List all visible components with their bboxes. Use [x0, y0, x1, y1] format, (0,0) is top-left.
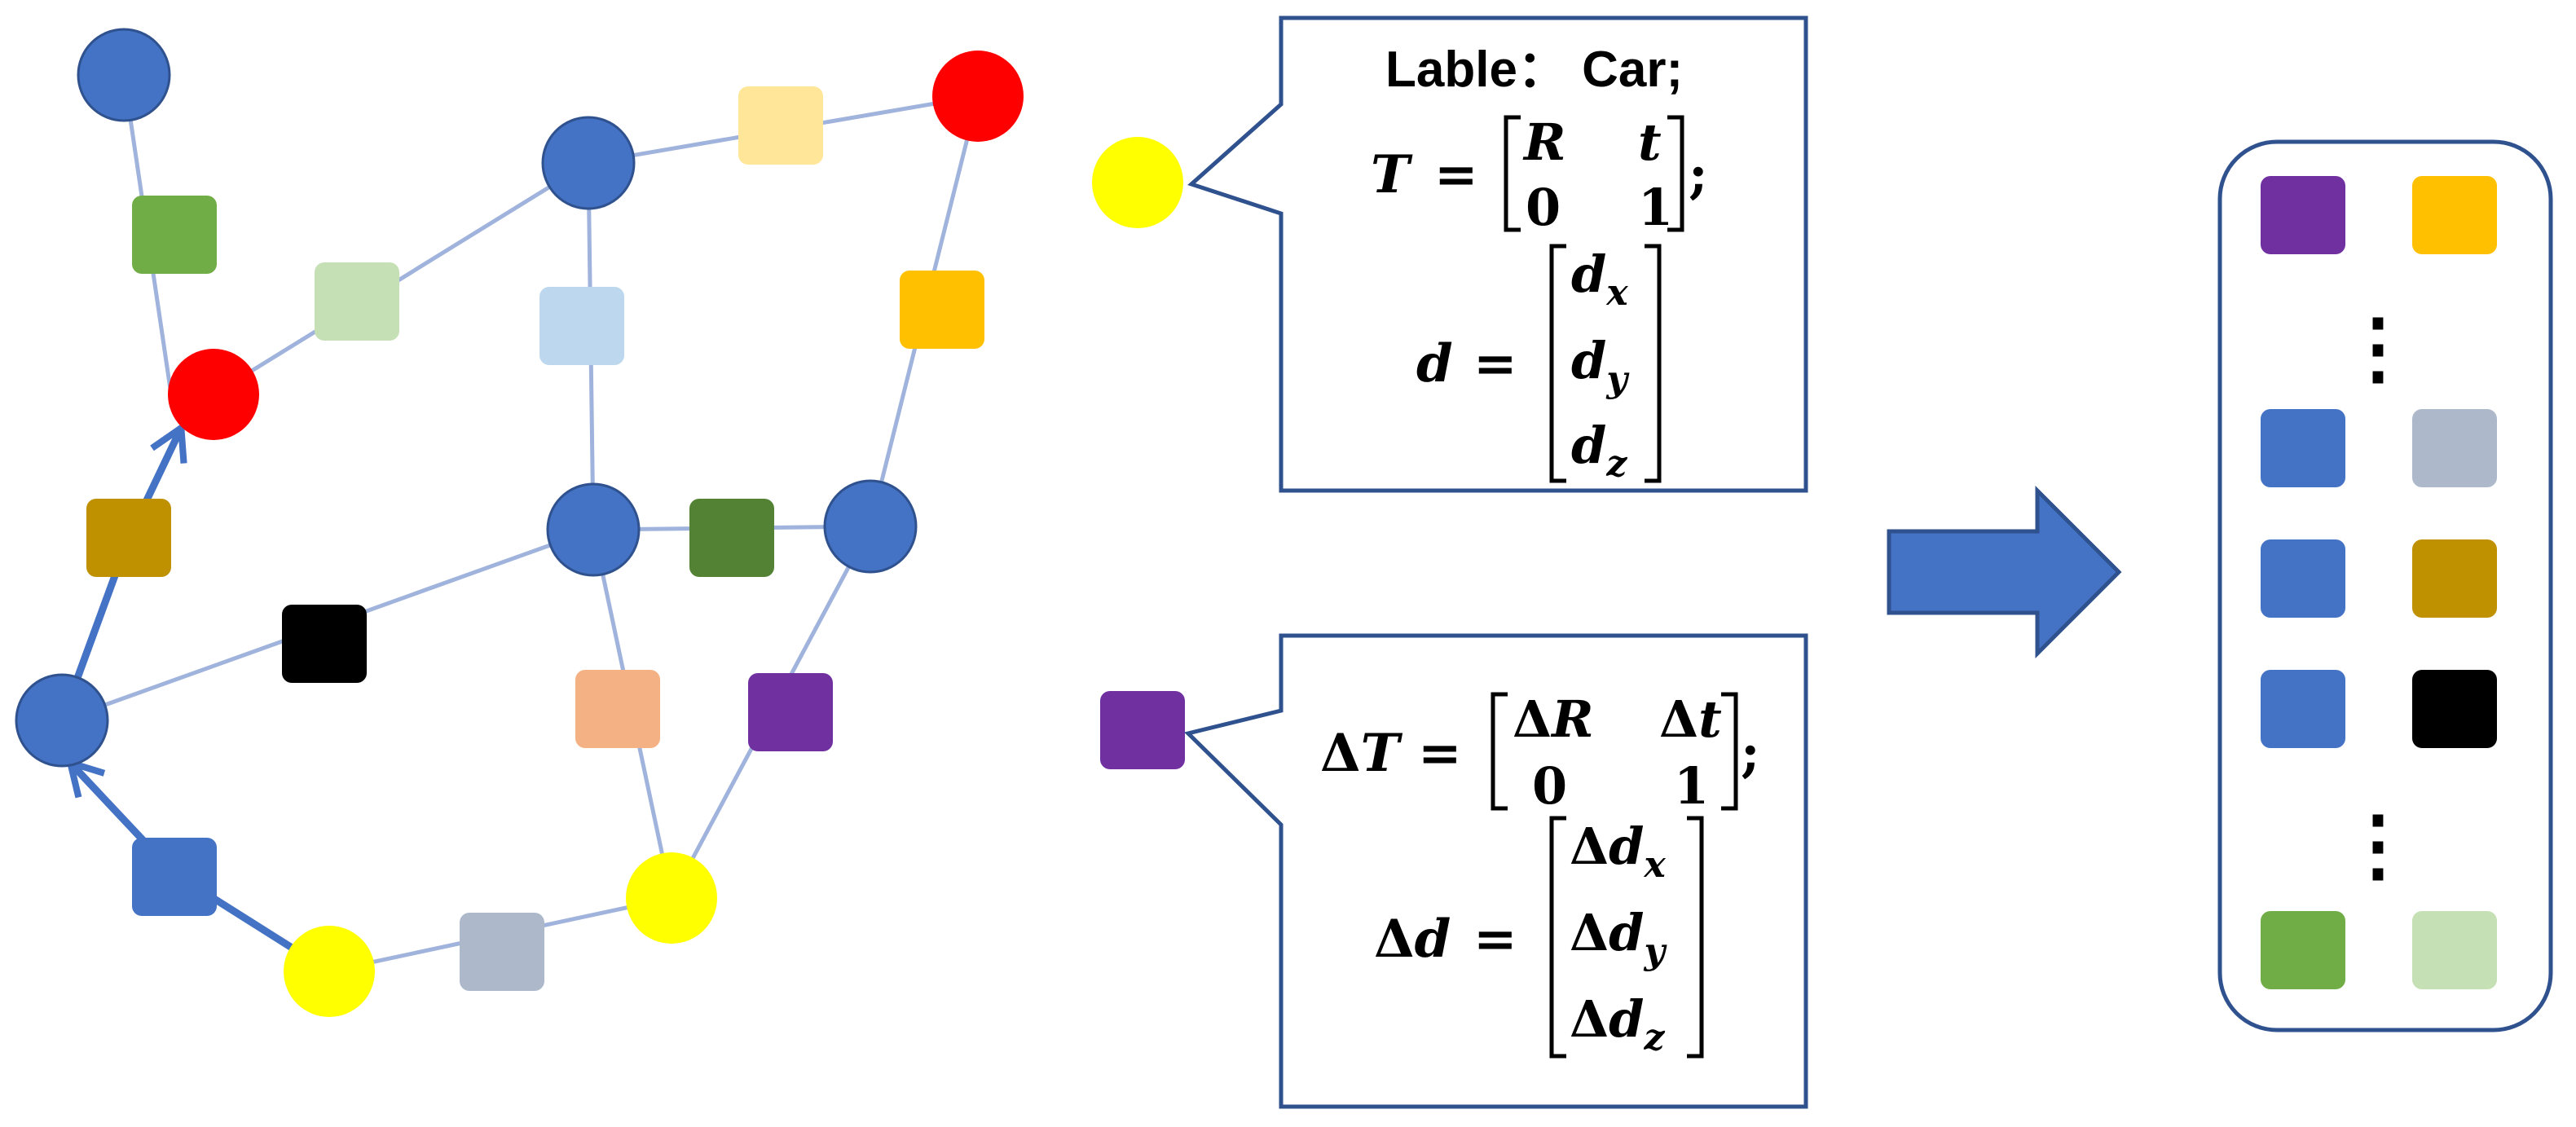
vector-entry-delta-dy: Δdy: [1570, 903, 1667, 972]
matrix-entry-1: 1: [1638, 178, 1673, 237]
matrix-entry-0: 0: [1526, 178, 1561, 237]
object-node-legend: [1092, 137, 1183, 228]
pair-row: [2261, 911, 2497, 989]
object-label-line: Lable： Car;: [1385, 42, 1683, 98]
landmark-node: [168, 349, 259, 440]
matrix-entry-delta-R: ΔR: [1513, 689, 1594, 749]
matrix-entry-0: 0: [1532, 756, 1567, 816]
pair-list-container: [2217, 139, 2553, 1032]
vector-entry-delta-dx: Δdx: [1570, 817, 1666, 886]
variable-node: [15, 673, 109, 768]
T-symbol: T: [1371, 144, 1413, 205]
ellipsis-icon: ⋮: [2339, 302, 2417, 394]
object-callout: Lable： Car; T = R t 0 1 ; d = dx dy dz: [1092, 15, 1808, 493]
pair-left-factor: [2261, 409, 2345, 487]
object-node: [284, 926, 375, 1017]
semicolon: ;: [1689, 144, 1708, 205]
pair-right-factor: [2412, 409, 2497, 487]
factor-node: [748, 673, 833, 751]
pair-right-factor: [2412, 176, 2497, 254]
vector-entry-delta-dz: Δdz: [1570, 989, 1665, 1059]
matrix-bracket-left: [1504, 115, 1521, 232]
vector-bracket-left: [1549, 244, 1566, 483]
matrix-entry-R: R: [1522, 112, 1566, 172]
pair-right-factor: [2412, 539, 2497, 618]
pair-right-factor: [2412, 670, 2497, 748]
factor-node: [738, 86, 823, 165]
pair-left-factor: [2261, 670, 2345, 748]
pair-row: [2261, 176, 2497, 254]
variable-node: [77, 28, 171, 122]
pair-row: [2261, 670, 2497, 748]
variable-node: [541, 116, 636, 210]
pair-left-factor: [2261, 911, 2345, 989]
matrix-entry-delta-t: Δt: [1659, 689, 1722, 749]
factor-node: [282, 605, 367, 683]
pair-left-factor: [2261, 539, 2345, 618]
variable-node: [546, 482, 641, 577]
factor-node: [900, 271, 984, 349]
vector-entry-dx: dx: [1571, 244, 1628, 314]
vector-entry-dy: dy: [1571, 331, 1630, 400]
graph-factors: [86, 86, 984, 991]
factor-node: [132, 838, 217, 916]
equals-sign: =: [1473, 909, 1517, 970]
factor-node: [460, 913, 544, 991]
pair-right-factor: [2412, 911, 2497, 989]
pair-left-factor: [2261, 176, 2345, 254]
matrix-bracket-right: [1721, 692, 1738, 811]
landmark-node: [932, 51, 1024, 142]
purple-factor-legend: [1100, 691, 1185, 769]
matrix-bracket-right: [1667, 115, 1684, 232]
vector-bracket-right: [1645, 244, 1662, 483]
factor-node: [539, 287, 624, 365]
pair-list-panel: ⋮ ⋮: [2217, 139, 2553, 1032]
transform-arrow-icon: [1887, 485, 2122, 659]
semicolon: ;: [1741, 723, 1760, 784]
graph-variables: [15, 28, 1024, 1017]
variable-node: [823, 479, 918, 574]
pair-row: [2261, 539, 2497, 618]
pair-row: [2261, 409, 2497, 487]
delta-T-symbol: ΔT: [1320, 723, 1403, 784]
vector-bracket-right: [1687, 816, 1704, 1059]
vector-bracket-left: [1549, 816, 1566, 1059]
matrix-entry-t: t: [1638, 112, 1662, 172]
vector-entry-dz: dz: [1571, 416, 1627, 485]
delta-d-symbol: Δd: [1374, 909, 1451, 970]
matrix-entry-1: 1: [1674, 756, 1709, 816]
equals-sign: =: [1418, 723, 1462, 784]
object-node: [626, 852, 717, 944]
factor-node: [132, 196, 217, 274]
delta-callout: ΔT = ΔR Δt 0 1 ; Δd = Δdx Δdy Δdz: [1100, 633, 1808, 1109]
graph-edge: [212, 161, 590, 397]
factor-node: [689, 499, 774, 577]
equals-sign: =: [1473, 333, 1517, 394]
ellipsis-icon: ⋮: [2339, 799, 2417, 891]
equals-sign: =: [1434, 144, 1478, 205]
callout-box: [1187, 15, 1808, 493]
factor-node: [575, 670, 660, 748]
factor-node: [86, 499, 171, 577]
d-symbol: d: [1416, 333, 1453, 394]
callout-box: [1184, 633, 1808, 1109]
matrix-bracket-left: [1491, 692, 1508, 811]
factor-node: [315, 262, 399, 341]
